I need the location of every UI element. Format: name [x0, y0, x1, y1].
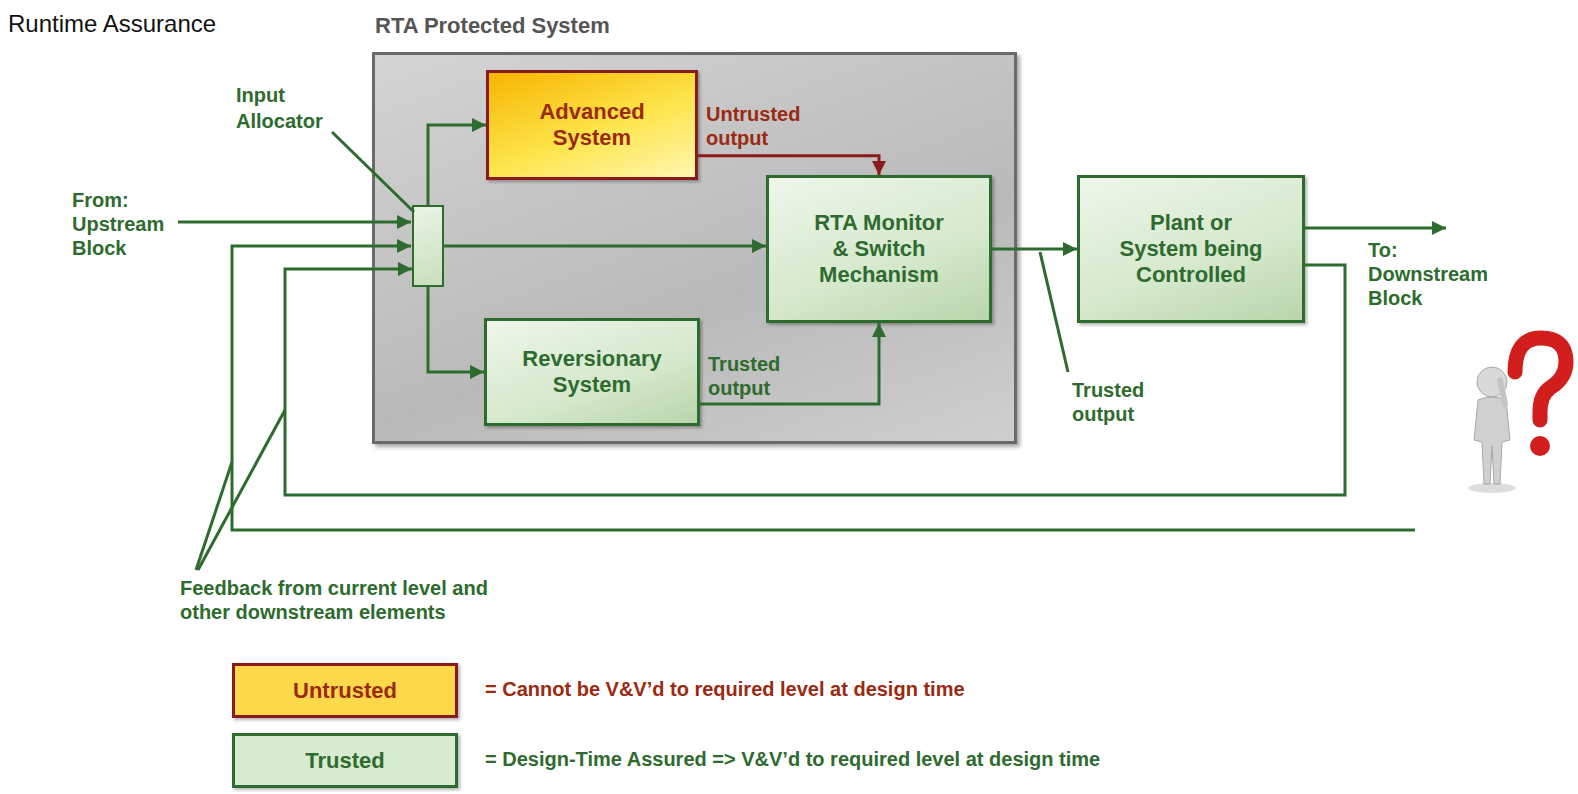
process-box: Reversionary System — [484, 318, 700, 426]
signal-label: From: Upstream Block — [72, 188, 172, 260]
system-panel: RTA Protected SystemInput AllocatorAdvan… — [372, 52, 1017, 444]
signal-label: To: Downstream Block — [1368, 238, 1503, 310]
edge-label: Trusted output — [708, 352, 818, 400]
panel-heading: RTA Protected System — [375, 13, 610, 39]
process-box: RTA Monitor & Switch Mechanism — [766, 175, 992, 323]
box-text: Reversionary System — [520, 346, 665, 398]
page-title: Runtime Assurance — [8, 10, 216, 38]
allocator-label: Input Allocator — [236, 82, 366, 134]
box-text: Plant or System being Controlled — [1119, 210, 1264, 288]
downstream-arrow — [1305, 227, 1446, 230]
process-box: Advanced System — [486, 70, 698, 180]
process-box: Plant or System being Controlled — [1077, 175, 1305, 323]
legend-swatch: Trusted — [232, 733, 458, 788]
leader-line — [1040, 252, 1068, 372]
legend-text: Untrusted — [293, 678, 397, 704]
thinking-figure — [1468, 338, 1566, 493]
legend-text: Trusted — [305, 748, 384, 774]
allocator-box: Input Allocator — [412, 205, 444, 287]
edge-label: Untrusted output — [706, 102, 816, 150]
note-text: Feedback from current level and other do… — [180, 576, 530, 624]
leader-line — [196, 462, 232, 570]
legend-swatch: Untrusted — [232, 663, 458, 718]
box-text: RTA Monitor & Switch Mechanism — [807, 210, 952, 288]
legend-description: = Design-Time Assured => V&V’d to requir… — [485, 747, 1485, 771]
leader-label: Trusted output — [1072, 378, 1182, 426]
box-text: Advanced System — [520, 99, 665, 151]
leader-line — [198, 410, 285, 570]
legend-description: = Cannot be V&V’d to required level at d… — [485, 677, 1485, 701]
